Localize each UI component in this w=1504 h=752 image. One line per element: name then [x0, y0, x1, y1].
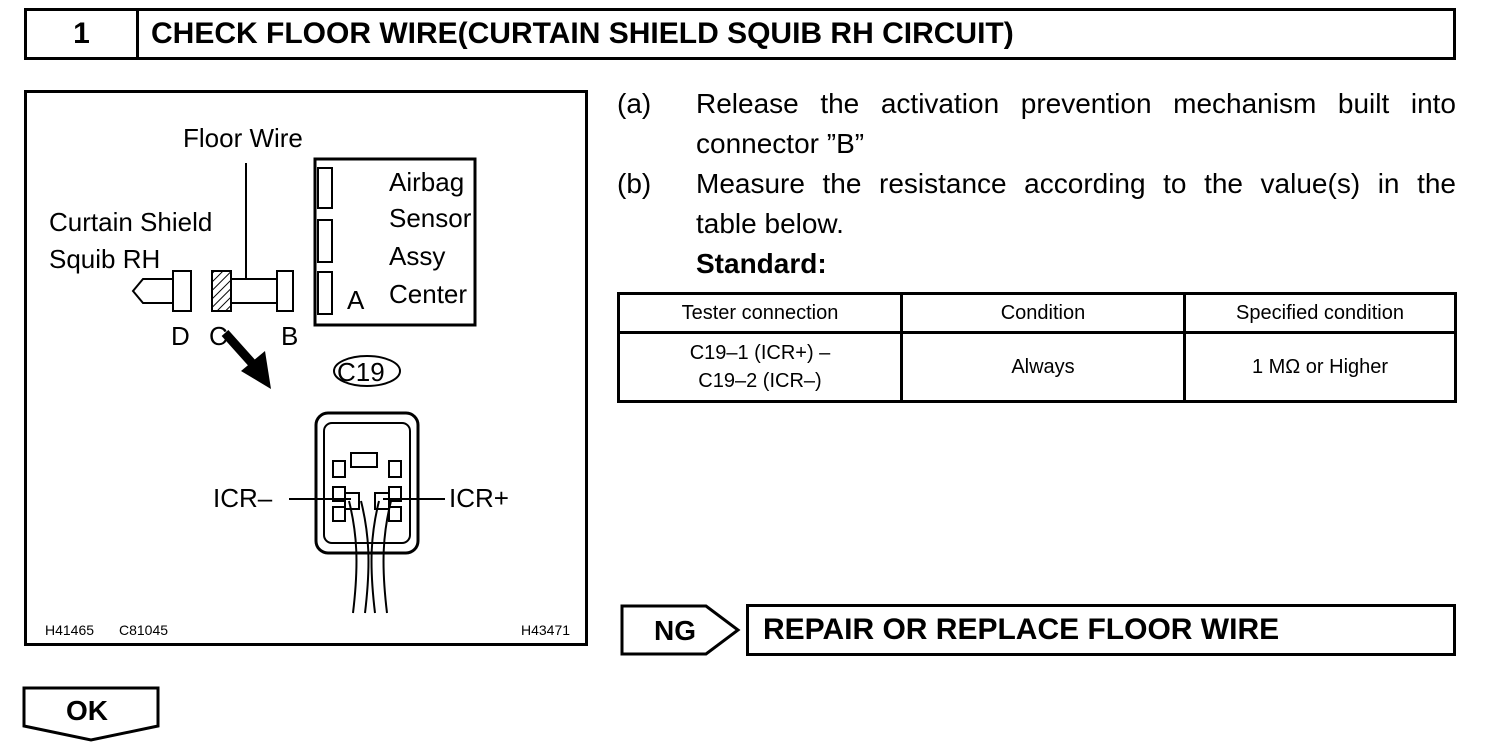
step-title: CHECK FLOOR WIRE(CURTAIN SHIELD SQUIB RH…: [151, 17, 1014, 50]
connector-c-label: C: [209, 321, 228, 351]
specification-table: Tester connection Condition Specified co…: [617, 292, 1457, 403]
c19-label-ellipse: [333, 355, 401, 387]
curtain-shield-label-2: Squib RH: [49, 244, 160, 274]
tester-line-1: C19–1 (ICR+) –: [689, 342, 831, 364]
step-number: 1: [27, 11, 139, 57]
step-a-label: (a): [617, 88, 652, 119]
step-b-line1: Measure the resistance according to the …: [696, 168, 1456, 199]
step-b-line2: table below.: [696, 208, 844, 239]
cell-specified-condition: 1 MΩ or Higher: [1183, 331, 1457, 403]
table-header-row: Tester connection Condition Specified co…: [617, 292, 1457, 334]
figure-code-mid: C81045: [119, 622, 168, 638]
connector-d: [172, 270, 192, 312]
header-condition: Condition: [900, 292, 1186, 334]
airbag-label-2: Sensor: [389, 203, 472, 233]
wiring-illustration: Floor Wire Curtain Shield Squib RH Airba…: [24, 90, 588, 646]
curtain-shield-label-1: Curtain Shield: [49, 207, 212, 237]
connector-b-label: B: [281, 321, 298, 351]
icr-minus-label: ICR–: [213, 483, 273, 513]
figure-code-right: H43471: [521, 622, 570, 638]
step-a-line1: Release the activation prevention mechan…: [696, 88, 1456, 119]
standard-label: Standard:: [696, 248, 827, 279]
icr-plus-label: ICR+: [449, 483, 509, 513]
connector-b: [276, 270, 294, 312]
connector-c: [211, 270, 232, 312]
ng-arrow-box: NG: [620, 604, 742, 661]
table-row: C19–1 (ICR+) – C19–2 (ICR–) Always 1 MΩ …: [617, 331, 1457, 403]
cell-tester-connection: C19–1 (ICR+) – C19–2 (ICR–): [617, 331, 903, 403]
step-header: 1 CHECK FLOOR WIRE(CURTAIN SHIELD SQUIB …: [24, 8, 1456, 60]
cell-condition: Always: [900, 331, 1186, 403]
floor-wire-label: Floor Wire: [183, 123, 303, 153]
ok-arrow-shape: OK: [22, 686, 160, 742]
ng-action-box: REPAIR OR REPLACE FLOOR WIRE: [746, 604, 1456, 656]
figure-code-left: H41465: [45, 622, 94, 638]
ng-arrow-shape: NG: [620, 604, 741, 656]
header-specified-condition: Specified condition: [1183, 292, 1457, 334]
connector-d-label: D: [171, 321, 190, 351]
step-a-line2: connector ”B”: [696, 128, 865, 159]
connector-a-label: A: [347, 285, 365, 315]
connector-diagram: Floor Wire Curtain Shield Squib RH Airba…: [45, 123, 570, 638]
airbag-label-3: Assy: [389, 241, 445, 271]
airbag-sensor-box: [313, 157, 477, 327]
airbag-label-4: Center: [389, 279, 467, 309]
ng-label: NG: [654, 615, 696, 646]
c19-connector: [314, 411, 420, 555]
tester-line-2: C19–2 (ICR–): [698, 370, 822, 392]
ok-arrow-box: OK: [22, 686, 162, 749]
header-tester-connection: Tester connection: [617, 292, 903, 334]
ok-label: OK: [66, 695, 108, 726]
airbag-label-1: Airbag: [389, 167, 464, 197]
connector-id-label: C19: [337, 357, 385, 387]
step-b-label: (b): [617, 168, 652, 199]
